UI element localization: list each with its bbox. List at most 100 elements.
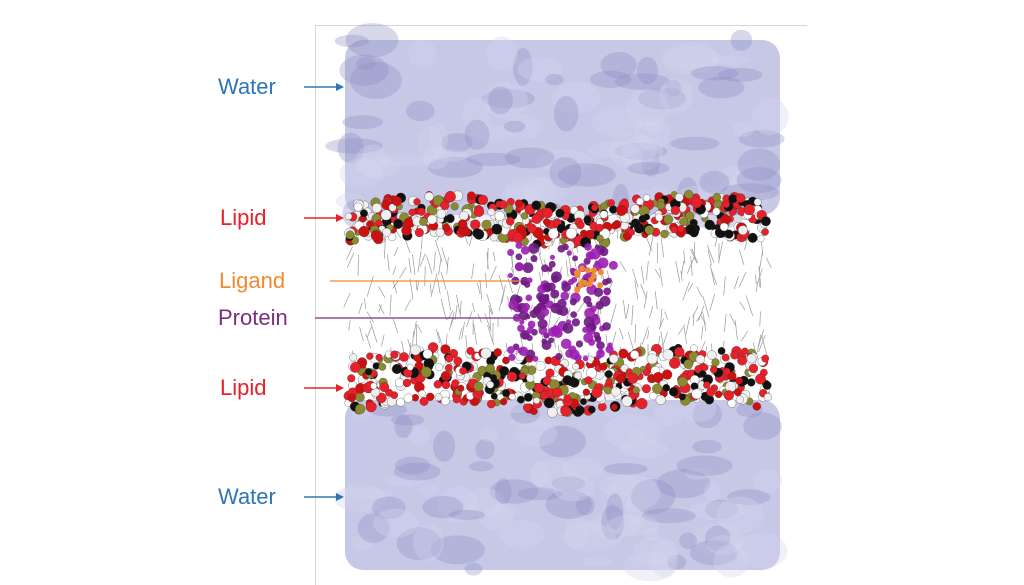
water-blob (575, 495, 595, 516)
protein-atom (557, 298, 567, 309)
ligand-atom (584, 267, 591, 274)
protein-atom (542, 282, 552, 292)
lipid-tail (634, 280, 639, 300)
lipid-atom (597, 402, 607, 412)
water-blob (545, 74, 564, 86)
lipid-atom (379, 382, 390, 392)
water-blob (466, 152, 521, 167)
lipid-tail (416, 280, 419, 291)
lipid-atom (375, 353, 383, 361)
lipid-atom (684, 189, 694, 199)
water-blob (587, 512, 643, 539)
protein-atom (507, 346, 515, 354)
lipid-atom (445, 354, 454, 363)
lipid-tail (755, 281, 759, 293)
lipid-atom (345, 230, 355, 240)
lipid-tail (659, 308, 663, 328)
lipid-atom (610, 403, 618, 411)
lipid-atom (406, 363, 414, 371)
lipid-atom (724, 229, 734, 239)
water-blob (705, 525, 731, 552)
lipid-atom (514, 199, 523, 208)
lipid-atom (533, 382, 544, 393)
lipid-atom (727, 371, 737, 381)
water-blob (368, 403, 408, 417)
lipid-tail (465, 334, 468, 350)
ligand-atom (590, 267, 597, 274)
lipid-tail (707, 249, 712, 265)
lipid-tail (745, 295, 754, 316)
lipid-atom (588, 405, 596, 414)
water-blob (441, 133, 473, 153)
water-blob (416, 125, 443, 161)
lipid-atom (695, 354, 705, 364)
lipid-tail (426, 255, 433, 274)
lipid-tail (419, 253, 426, 267)
water-blob (589, 70, 632, 88)
water-blob (478, 506, 514, 530)
lipid-tail (634, 323, 637, 344)
lipid-atom (364, 368, 373, 376)
protein-atom (572, 255, 579, 262)
protein-atom (583, 316, 595, 328)
water-blob (390, 414, 425, 426)
lipid-atom (512, 232, 523, 243)
ligand-atom (574, 286, 581, 293)
lipid-tail (435, 239, 443, 262)
water-blob (736, 167, 782, 194)
lipid-atom (636, 197, 644, 206)
lipid-atom (530, 407, 538, 415)
lipid-atom (349, 353, 358, 362)
lipid-tail (649, 305, 654, 318)
lipid-tail (366, 275, 374, 297)
water-blob (394, 456, 431, 475)
protein-atom (602, 322, 611, 331)
ligand-atom (597, 269, 604, 276)
lipid-tail (365, 333, 372, 348)
lipid-atom (527, 223, 537, 233)
lipid-atom (576, 221, 585, 230)
lipid-tail (696, 311, 704, 322)
lipid-atom (677, 376, 688, 387)
water-blob (355, 144, 390, 177)
lipid-tail (632, 268, 639, 288)
lipid-top-layer (344, 189, 771, 251)
protein-atom (593, 287, 604, 297)
water-blob (642, 527, 660, 542)
lipid-atom (440, 200, 450, 211)
lipid-tail (677, 324, 686, 335)
lipid-atom (426, 392, 435, 401)
protein-atom (595, 354, 602, 360)
lipid-atom (445, 364, 453, 372)
lipid-tail (430, 283, 432, 297)
water-blob (606, 514, 660, 536)
lipid-atom (636, 398, 648, 410)
lipid-atom (408, 208, 416, 217)
lipid-atom (543, 397, 555, 409)
lipid-atom (543, 218, 551, 226)
lipid-tail (412, 254, 416, 275)
lipid-atom (480, 347, 492, 359)
lipid-atom (459, 367, 467, 375)
water-surface (345, 400, 780, 570)
lipid-atom (600, 202, 608, 211)
lipid-atom (459, 211, 469, 221)
water-blob (517, 487, 563, 501)
lipid-tail (647, 330, 649, 340)
water-blob (706, 534, 741, 555)
lipid-atom (630, 218, 641, 228)
lipid-tail (369, 320, 378, 343)
lipid-atom (360, 209, 368, 218)
water-blob (486, 36, 518, 72)
lipid-atom (375, 219, 383, 227)
lipid-tail (631, 305, 634, 325)
protein-atom (515, 253, 523, 261)
lipid-atom (599, 362, 608, 371)
water-blob (408, 425, 430, 446)
lipid-tail (755, 274, 757, 285)
lipid-tail (729, 314, 736, 326)
lipid-tail (456, 294, 461, 314)
protein-atom (507, 249, 515, 257)
water-blob (625, 489, 649, 526)
lipid-tail (640, 265, 645, 284)
